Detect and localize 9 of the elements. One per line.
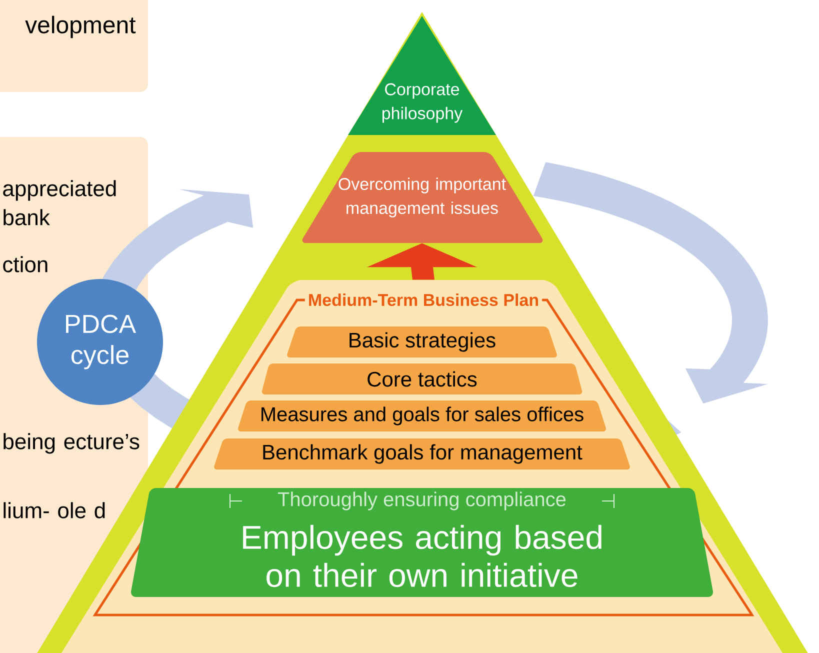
plan-bar: Measures and goals for sales offices <box>238 400 606 432</box>
foundation-box: Thoroughly ensuring compliance Employees acting based on their own initiative <box>131 488 713 597</box>
plan-bar: Benchmark goals for management <box>214 438 630 470</box>
top-triangle: Corporate philosophy <box>348 16 496 135</box>
plan-bar: Core tactics <box>262 363 582 394</box>
issue-trapezoid: Overcoming important management issues <box>302 152 543 243</box>
text-panel: velopment <box>0 0 148 92</box>
plan-bar: Basic strategies <box>287 326 557 358</box>
arrow <box>367 243 477 280</box>
